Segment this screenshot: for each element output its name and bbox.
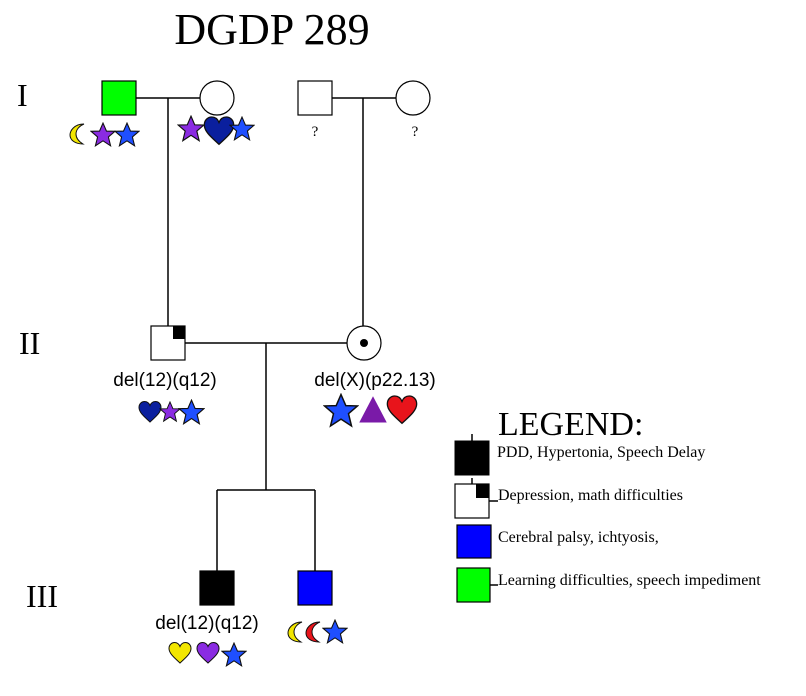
navy-heart-icon [203, 116, 235, 145]
carrier-dot [360, 339, 368, 347]
blue-star-icon [323, 393, 359, 427]
symbol-row-iii-2 [287, 619, 348, 644]
legend-swatch-blue [456, 524, 492, 559]
blue-star-icon [221, 642, 247, 667]
female-unaffected-circle[interactable] [199, 80, 235, 116]
legend-title: LEGEND: [498, 406, 643, 443]
male-unaffected-square[interactable] [297, 80, 333, 116]
individual-ii-1[interactable]: del(12)(q12) [113, 325, 217, 425]
legend-item-pdd: PDD, Hypertonia, Speech Delay [454, 434, 705, 476]
symbol-row-i-1 [69, 122, 140, 147]
legend-item-cerebral-palsy: Cerebral palsy, ichtyosis, [456, 524, 659, 559]
legend: LEGEND: PDD, Hypertonia, Speech Delay De… [454, 406, 761, 603]
purple-triangle-icon [359, 396, 387, 423]
legend-text: Learning difficulties, speech impediment [498, 572, 761, 589]
yellow-heart-icon [168, 642, 192, 664]
symbol-row-i-2 [177, 115, 255, 145]
karyotype-label: del(12)(q12) [113, 370, 217, 391]
male-affected-blue-square[interactable] [297, 570, 333, 606]
legend-text: Depression, math difficulties [498, 487, 683, 504]
purple-star-icon [177, 115, 205, 142]
generation-label-i: I [17, 77, 28, 113]
blue-star-icon [178, 399, 205, 425]
legend-item-depression: Depression, math difficulties [454, 478, 683, 519]
blue-star-icon [322, 619, 348, 644]
symbol-row-iii-1 [168, 642, 247, 667]
red-heart-icon [386, 395, 418, 425]
red-moon-icon [305, 621, 321, 643]
individual-i-2[interactable] [177, 80, 255, 145]
legend-text: Cerebral palsy, ichtyosis, [498, 529, 659, 546]
individual-ii-2[interactable]: del(X)(p22.13) [314, 325, 436, 427]
pedigree-title: DGDP 289 [174, 5, 369, 54]
purple-star-icon [90, 122, 116, 147]
black-corner-quadrant [476, 484, 489, 498]
legend-item-learning: Learning difficulties, speech impediment [456, 567, 761, 603]
blue-star-icon [114, 122, 140, 147]
karyotype-label: del(X)(p22.13) [314, 370, 435, 391]
legend-swatch-green [456, 567, 491, 603]
individual-i-4[interactable]: ? [395, 80, 431, 140]
legend-text: PDD, Hypertonia, Speech Delay [497, 444, 705, 461]
male-affected-black-square[interactable] [199, 570, 235, 606]
karyotype-label: del(12)(q12) [155, 613, 259, 634]
unknown-status-label: ? [312, 124, 319, 140]
black-corner-quadrant [173, 326, 185, 339]
individual-iii-1[interactable]: del(12)(q12) [155, 570, 259, 667]
individual-i-3[interactable]: ? [297, 80, 333, 140]
individual-iii-2[interactable] [287, 570, 348, 644]
symbol-row-ii-1 [138, 399, 205, 425]
purple-star-icon [159, 401, 181, 422]
yellow-moon-icon [69, 123, 85, 145]
yellow-moon-icon [287, 621, 303, 643]
blue-star-icon [229, 116, 255, 141]
male-affected-green-square[interactable] [101, 80, 137, 116]
purple-heart-icon [196, 642, 220, 664]
relationship-lines [136, 97, 396, 571]
legend-swatch-black [454, 440, 490, 476]
unknown-status-label: ? [412, 124, 419, 140]
generation-label-iii: III [26, 578, 58, 614]
navy-heart-icon [138, 401, 162, 423]
symbol-row-ii-2 [323, 393, 418, 427]
individual-i-1[interactable] [69, 80, 140, 147]
female-unaffected-circle[interactable] [395, 80, 431, 116]
generation-label-ii: II [19, 325, 40, 361]
